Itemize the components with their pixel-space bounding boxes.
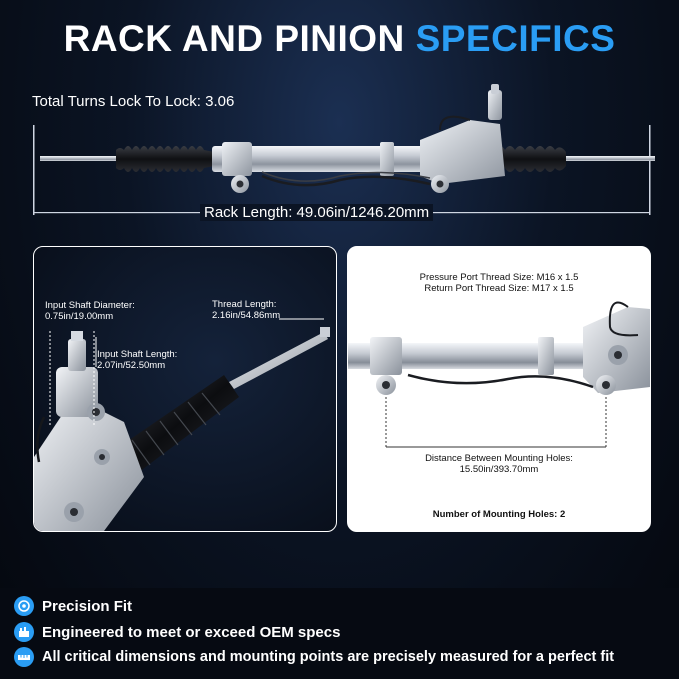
feature-oem-specs: Engineered to meet or exceed OEM specs	[14, 621, 340, 643]
ruler-measure-icon	[14, 647, 34, 667]
mounting-detail-panel: Pressure Port Thread Size: M16 x 1.5 Ret…	[347, 246, 651, 532]
gear-factory-icon	[14, 622, 34, 642]
left-boot	[116, 146, 214, 172]
turns-lock-to-lock: Total Turns Lock To Lock: 3.06	[32, 93, 235, 110]
feature-text: Engineered to meet or exceed OEM specs	[42, 623, 341, 641]
right-boot	[495, 146, 566, 172]
pressure-port-thread: Pressure Port Thread Size: M16 x 1.5	[419, 272, 579, 283]
input-shaft-closeup-illustration	[34, 318, 330, 531]
title-main: RACK AND PINION	[63, 18, 405, 59]
feature-precise-measurement: All critical dimensions and mounting poi…	[14, 646, 614, 668]
thread-length: Thread Length: 2.16in/54.86mm	[212, 299, 281, 321]
mounting-hole-count: Number of Mounting Holes: 2	[432, 509, 566, 520]
features-band	[0, 588, 679, 679]
page-title: RACK AND PINION SPECIFICS	[0, 18, 679, 60]
mounting-closeup-illustration	[348, 301, 650, 448]
mounting-hole-distance: Distance Between Mounting Holes: 15.50in…	[425, 453, 573, 475]
rack-length: Rack Length: 49.06in/1246.20mm	[200, 204, 434, 221]
title-accent: SPECIFICS	[415, 18, 616, 59]
feature-precision-fit: Precision Fit	[14, 595, 132, 617]
feature-text: Precision Fit	[42, 597, 133, 615]
precision-target-icon	[14, 596, 34, 616]
input-shaft-length: Input Shaft Length: 2.07in/52.50mm	[97, 349, 178, 371]
feature-text: All critical dimensions and mounting poi…	[42, 649, 615, 665]
port-thread-sizes: Pressure Port Thread Size: M16 x 1.5 Ret…	[348, 272, 650, 294]
input-shaft-detail-panel: Input Shaft Diameter: 0.75in/19.00mm Inp…	[33, 246, 337, 532]
input-shaft-diameter: Input Shaft Diameter: 0.75in/19.00mm	[45, 300, 135, 322]
return-port-thread: Return Port Thread Size: M17 x 1.5	[424, 283, 574, 294]
